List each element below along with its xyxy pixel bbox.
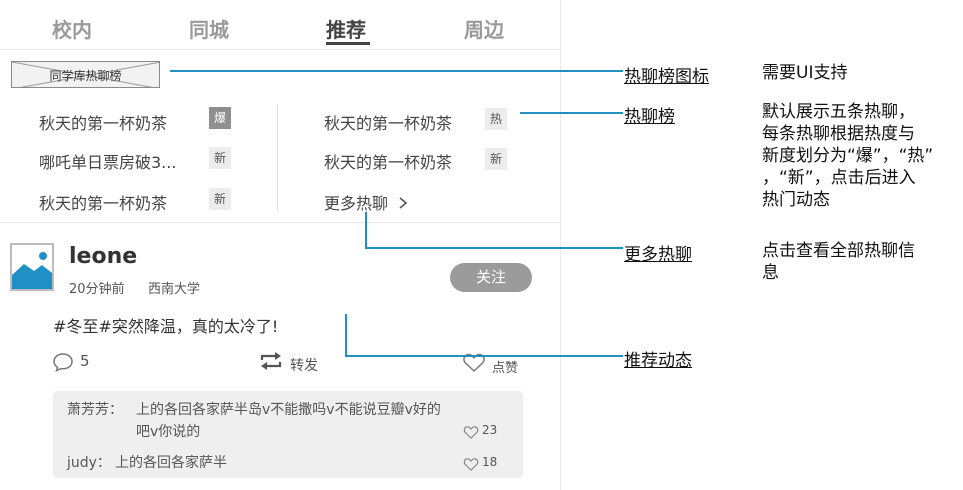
annotation-desc-line: ，“新”，点击后进入 bbox=[762, 168, 916, 188]
annotation-line-more bbox=[365, 247, 623, 249]
comments-box: 萧芳芳： 上的各回各家萨半岛v不能撒吗v不能说豆瓣v好的 吧v你说的 23 ju… bbox=[53, 391, 523, 478]
comment-like-count: 23 bbox=[482, 423, 498, 437]
post-time: 20分钟前 bbox=[69, 282, 125, 297]
tab-recommend[interactable]: 推荐 bbox=[326, 18, 366, 42]
annotation-line-hot-chats bbox=[520, 112, 623, 114]
hot-chat-item[interactable]: 秋天的第一杯奶茶 bbox=[39, 114, 168, 133]
user-school: 西南大学 bbox=[148, 282, 201, 297]
annotation-desc-line: 息 bbox=[762, 263, 779, 283]
annotation-desc: 需要UI支持 bbox=[762, 62, 847, 84]
annotation-line-post-vertical bbox=[345, 314, 347, 356]
tag-hot: 热 bbox=[485, 108, 507, 130]
hot-chat-column-divider bbox=[277, 104, 278, 210]
annotation-desc-line: 点击查看全部热聊信 bbox=[762, 241, 915, 261]
tag-new: 新 bbox=[485, 148, 507, 170]
user-name[interactable]: leone bbox=[69, 244, 138, 269]
annotation-line-post bbox=[345, 355, 623, 357]
hot-chat-item[interactable]: 秋天的第一杯奶茶 bbox=[324, 114, 453, 133]
chevron-right-icon bbox=[399, 197, 408, 209]
repost-icon[interactable] bbox=[259, 352, 283, 370]
tab-same-city[interactable]: 同城 bbox=[189, 18, 229, 42]
like-label[interactable]: 点赞 bbox=[492, 361, 519, 376]
annotation-desc-line: 需要UI支持 bbox=[762, 63, 848, 83]
annotation-line-banner bbox=[170, 70, 623, 72]
annotation-desc-line: 每条热聊根据热度与 bbox=[762, 124, 915, 144]
comment-text: 上的各回各家萨半岛v不能撒吗v不能说豆瓣v好的 bbox=[136, 402, 441, 418]
hot-chat-banner-icon: 同学库热聊榜 bbox=[11, 61, 160, 88]
post-content[interactable]: #冬至#突然降温，真的太冷了! bbox=[53, 317, 279, 336]
comment-author[interactable]: judy： bbox=[67, 455, 111, 471]
annotation-title: 热聊榜图标 bbox=[624, 67, 709, 87]
follow-button[interactable]: 关注 bbox=[450, 263, 532, 292]
heart-icon[interactable] bbox=[463, 457, 479, 471]
tag-new: 新 bbox=[209, 188, 231, 210]
comment-author[interactable]: 萧芳芳： bbox=[67, 402, 123, 418]
phone-screen: 校内 同城 推荐 周边 同学库热聊榜 秋天的第一杯奶茶 爆 哪吒单日票房破3..… bbox=[0, 0, 561, 490]
comment-count: 5 bbox=[80, 352, 90, 370]
annotation-title: 更多热聊 bbox=[624, 245, 692, 265]
comment-like-count: 18 bbox=[482, 455, 498, 469]
annotation-desc: 默认展示五条热聊， 每条热聊根据热度与 新度划分为“爆”，“热” ，“新”，点击… bbox=[762, 101, 933, 211]
banner-label: 同学库热聊榜 bbox=[49, 69, 122, 83]
repost-label[interactable]: 转发 bbox=[290, 358, 318, 374]
heart-icon[interactable] bbox=[463, 425, 479, 439]
more-hot-chats-label: 更多热聊 bbox=[324, 194, 389, 213]
tag-boom: 爆 bbox=[209, 107, 231, 129]
hot-chat-item[interactable]: 秋天的第一杯奶茶 bbox=[39, 194, 168, 213]
annotation-title: 推荐动态 bbox=[624, 351, 692, 371]
hot-chat-item[interactable]: 哪吒单日票房破3... bbox=[39, 153, 177, 172]
comment-icon[interactable] bbox=[52, 352, 74, 372]
annotation-desc: 点击查看全部热聊信 息 bbox=[762, 240, 915, 284]
avatar-image-icon bbox=[12, 245, 52, 289]
annotation-desc-line: 热门动态 bbox=[762, 190, 830, 210]
annotation-title: 热聊榜 bbox=[624, 107, 675, 127]
comment-text: 上的各回各家萨半 bbox=[115, 455, 227, 471]
tab-campus[interactable]: 校内 bbox=[52, 18, 92, 42]
image-placeholder-icon bbox=[12, 62, 159, 87]
hot-chat-item[interactable]: 秋天的第一杯奶茶 bbox=[324, 153, 453, 172]
section-divider bbox=[0, 222, 560, 223]
comment-text-continued: 吧v你说的 bbox=[136, 424, 201, 440]
annotation-desc-line: 默认展示五条热聊， bbox=[762, 102, 915, 122]
active-tab-indicator bbox=[326, 42, 370, 45]
more-hot-chats-link[interactable]: 更多热聊 bbox=[324, 190, 408, 214]
tab-nearby[interactable]: 周边 bbox=[464, 18, 504, 42]
annotation-desc-line: 新度划分为“爆”，“热” bbox=[762, 146, 934, 166]
heart-icon[interactable] bbox=[462, 352, 486, 373]
tabs-divider bbox=[0, 49, 560, 50]
avatar[interactable] bbox=[10, 243, 54, 291]
tag-new: 新 bbox=[209, 147, 231, 169]
annotation-line-more-vertical bbox=[365, 212, 367, 248]
